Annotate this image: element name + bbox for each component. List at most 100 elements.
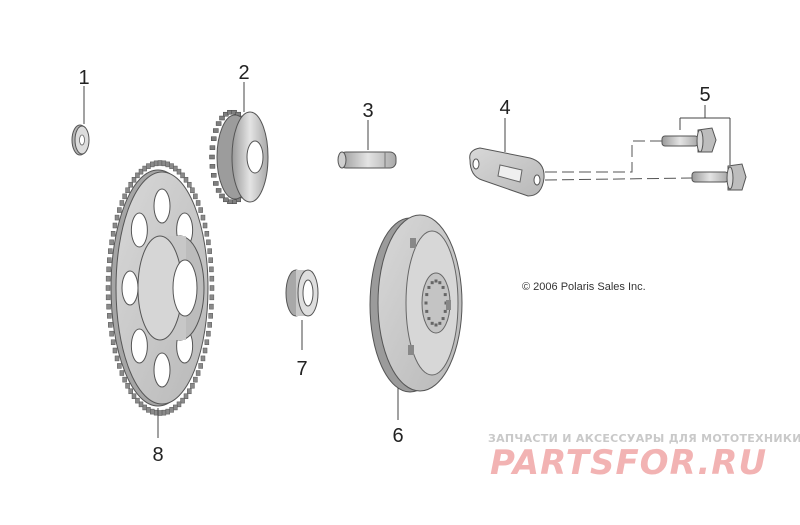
part-5-bolts	[661, 127, 747, 191]
gear-tooth	[107, 313, 112, 319]
gear-tooth	[176, 168, 182, 175]
gear-tooth	[209, 266, 214, 273]
spline-tooth	[430, 281, 434, 285]
lightening-hole	[121, 270, 139, 306]
part-8-ring-gear	[105, 160, 215, 416]
part-1-washer	[71, 124, 90, 156]
gear-tooth	[176, 401, 182, 408]
part-2-double-gear	[209, 109, 269, 205]
gear-tooth	[206, 239, 211, 246]
part-4-retainer-plate	[469, 147, 545, 197]
gear-tooth	[200, 355, 206, 362]
part-3-pin	[337, 151, 397, 169]
gear-tooth	[107, 257, 112, 263]
gear-tooth	[105, 294, 111, 301]
gear-tooth	[195, 370, 201, 376]
gear-tooth	[208, 257, 213, 263]
spline-tooth	[427, 285, 431, 289]
gear-tooth	[114, 355, 120, 362]
gear-tooth	[210, 136, 217, 141]
gear-tooth	[108, 248, 113, 254]
gear-tooth	[112, 222, 118, 229]
gear-tooth	[169, 407, 174, 413]
gear-tooth	[131, 393, 137, 400]
gear-tooth	[149, 161, 155, 168]
gear-tooth	[206, 330, 211, 337]
gear-tooth	[105, 285, 111, 291]
gear-tooth	[109, 239, 114, 246]
lightening-hole	[130, 328, 148, 364]
gear-tooth	[128, 388, 133, 395]
spline-tooth	[441, 317, 445, 321]
gear-tooth	[106, 266, 111, 273]
spline-tooth	[434, 323, 438, 327]
gear-tooth	[128, 181, 133, 188]
spline-tooth	[425, 293, 429, 297]
gear-tooth	[202, 222, 208, 229]
spline-tooth	[443, 293, 447, 297]
gear-tooth	[193, 376, 198, 383]
gear-tooth	[110, 231, 116, 237]
gear-tooth	[219, 115, 225, 121]
gear-tooth	[180, 172, 185, 179]
gear-tooth	[173, 404, 178, 411]
gear-tooth	[204, 339, 210, 345]
gear-tooth	[195, 200, 201, 206]
gear-tooth	[112, 347, 118, 354]
spline-tooth	[427, 317, 431, 321]
gear-tooth	[138, 168, 144, 175]
gear-tooth	[208, 313, 213, 319]
callout-7: 7	[296, 358, 307, 380]
gear-tooth	[187, 388, 192, 395]
spline-tooth	[443, 309, 447, 313]
gear-tooth	[187, 181, 192, 188]
gear-tooth	[165, 408, 171, 415]
gear-tooth	[209, 285, 215, 291]
spline-tooth	[434, 279, 438, 283]
gear-tooth	[110, 339, 116, 345]
gear-tooth	[200, 214, 206, 221]
gear-tooth	[180, 397, 185, 404]
callout-4: 4	[499, 97, 510, 119]
gear-tooth	[209, 164, 216, 169]
gear-tooth	[183, 393, 189, 400]
spline-tooth	[425, 309, 429, 313]
gear-tooth	[109, 330, 114, 337]
gear-tooth	[210, 173, 217, 178]
callout-6: 6	[392, 425, 403, 447]
gear-tooth	[142, 404, 147, 411]
gear-tooth	[193, 193, 198, 200]
gear-tooth	[209, 303, 214, 310]
gear-tooth	[198, 363, 203, 369]
gear-tooth	[138, 401, 144, 408]
alignment-line-lower	[544, 177, 693, 181]
gear-tooth	[215, 121, 222, 126]
gear-tooth	[161, 409, 167, 416]
gear-tooth	[149, 408, 155, 415]
gear-tooth	[190, 382, 195, 389]
watermark-brand: PARTSFOR.RU	[490, 443, 767, 483]
gear-tooth	[125, 187, 130, 194]
gear-tooth	[106, 303, 111, 310]
gear-tooth	[108, 322, 113, 328]
gear-tooth	[190, 187, 195, 194]
callout-1: 1	[78, 67, 89, 89]
callout-8: 8	[152, 444, 163, 466]
gear-tooth	[122, 376, 127, 383]
gear-tooth	[209, 294, 215, 301]
gear-tooth	[146, 407, 151, 413]
gear-tooth	[183, 176, 189, 183]
gear-tooth	[146, 163, 151, 169]
gear-tooth	[213, 181, 219, 186]
gear-tooth	[142, 165, 147, 172]
gear-tooth	[125, 382, 130, 389]
gear-tooth	[209, 275, 215, 282]
gear-tooth	[207, 248, 212, 254]
spline-tooth	[438, 281, 442, 285]
copyright-text: © 2006 Polaris Sales Inc.	[522, 281, 646, 293]
gear-tooth	[157, 160, 163, 166]
watermark-tagline: ЗАПЧАСТИ И АКСЕССУАРЫ ДЛЯ МОТОТЕХНИКИ	[488, 432, 800, 445]
gear-tooth	[198, 207, 203, 213]
